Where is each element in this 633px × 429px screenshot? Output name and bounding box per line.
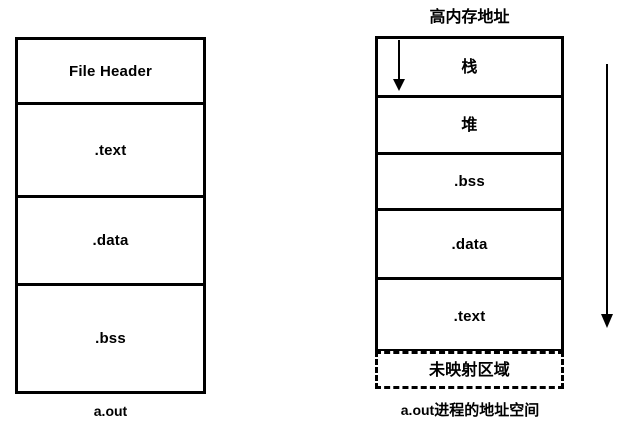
segment-divider — [378, 277, 561, 280]
segment-text: .text — [18, 105, 203, 195]
segment-bss: .bss — [378, 155, 561, 208]
high-memory-address-label: 高内存地址 — [429, 7, 510, 26]
segment-stack-label: 栈 — [461, 57, 478, 76]
address-decrease-arrow — [597, 62, 617, 330]
segment-divider — [378, 152, 561, 155]
segment-file-header: File Header — [18, 40, 203, 102]
segment-divider — [378, 95, 561, 98]
stack-growth-arrow — [388, 39, 410, 93]
process-address-space-caption: a.out进程的地址空间 — [350, 403, 590, 418]
unmapped-region-box: 未映射区域 — [375, 351, 564, 389]
segment-heap: 堆 — [378, 98, 561, 152]
segment-data: .data — [18, 198, 203, 283]
segment-text: .text — [378, 280, 561, 352]
segment-text-label: .text — [94, 141, 127, 159]
process-address-space-caption-suffix: 进程的地址空间 — [434, 401, 540, 419]
aout-file-caption: a.out — [15, 404, 206, 418]
segment-data: .data — [378, 211, 561, 277]
segment-data-label: .data — [451, 235, 488, 253]
unmapped-region-label: 未映射区域 — [428, 360, 510, 379]
segment-bss-label: .bss — [95, 330, 126, 347]
segment-bss: .bss — [18, 286, 203, 391]
segment-divider — [18, 102, 203, 105]
segment-stack: 栈 — [378, 39, 561, 95]
segment-bss-label: .bss — [454, 173, 485, 190]
high-memory-address-title: 高内存地址 — [375, 9, 564, 25]
segment-divider — [378, 208, 561, 211]
aout-file-layout-column: File Header .text .data .bss — [15, 37, 206, 394]
segment-divider — [18, 195, 203, 198]
process-address-space-column: 栈 堆 .bss .data .text — [375, 36, 564, 352]
segment-text-label: .text — [453, 307, 486, 325]
segment-file-header-label: File Header — [68, 62, 153, 80]
segment-divider — [18, 283, 203, 286]
process-address-space-caption-prefix: a.out — [400, 402, 435, 418]
segment-heap-label: 堆 — [461, 115, 478, 134]
aout-file-caption-label: a.out — [93, 403, 128, 419]
segment-data-label: .data — [92, 232, 129, 249]
